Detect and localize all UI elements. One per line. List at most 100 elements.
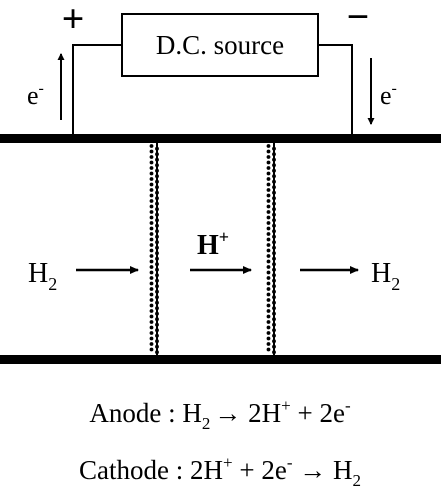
electrode-particle (149, 193, 154, 198)
electrode-particle (266, 149, 271, 154)
electrode-particle (155, 212, 159, 217)
electrode-particle (266, 331, 271, 335)
electrode-particle (266, 199, 271, 203)
electrode-particle (272, 163, 276, 168)
electrode-particle (149, 325, 154, 330)
electrode-particle (272, 284, 276, 289)
electrode-particle (266, 210, 271, 214)
electrode-particle (266, 232, 271, 236)
electrode-particle (149, 226, 154, 231)
electrode-particle (149, 254, 154, 258)
electrode-particle (149, 166, 154, 170)
electrode-particle (272, 278, 276, 283)
electrode-particle (149, 331, 154, 335)
electrode-particle (272, 251, 276, 256)
electrode-particle (149, 292, 154, 297)
electrode-particle (149, 336, 154, 341)
electrode-particle (272, 223, 276, 228)
electrode-particle (266, 193, 271, 198)
negative-wire (318, 44, 353, 136)
electrode-particle (155, 322, 159, 327)
electrode-particle (149, 270, 154, 275)
electrode-particle (272, 328, 276, 333)
electrode-particle (272, 317, 276, 322)
electrode-particle (272, 240, 276, 245)
electrode-particle (272, 207, 276, 212)
electrode-particle (149, 248, 154, 253)
negative-terminal-sign: − (347, 0, 370, 39)
electrode-particle (272, 190, 276, 195)
electrode-particle (155, 201, 159, 206)
electrode-particle (272, 196, 276, 201)
electrode-particle (155, 256, 159, 261)
anode-electrode (149, 143, 159, 355)
electrode-particle (266, 237, 271, 242)
electrode-particle (272, 174, 276, 179)
electrode-particle (155, 196, 159, 201)
electrode-particle (272, 289, 276, 294)
positive-wire (72, 44, 122, 136)
electrode-particle (155, 284, 159, 289)
electrode-particle (266, 177, 271, 181)
proton-label: H+ (197, 227, 229, 261)
electrode-particle (155, 218, 159, 223)
electrode-particle (272, 245, 276, 250)
electrode-particle (155, 350, 159, 355)
electrode-particle (266, 259, 271, 264)
electrode-particle (149, 199, 154, 203)
electrode-particle (272, 306, 276, 311)
electrode-particle (266, 270, 271, 275)
electrode-particle (155, 289, 159, 294)
electrode-particle (149, 215, 154, 220)
anode-reaction: Anode : H2→ 2H+ + 2e- (89, 396, 351, 433)
electrode-particle (149, 149, 154, 154)
electrode-particle (149, 210, 154, 214)
electrode-particle (149, 314, 154, 319)
electrode-particle (149, 144, 154, 148)
electrode-particle (149, 243, 154, 247)
electrode-particle (149, 276, 154, 280)
electrode-particle (155, 300, 159, 305)
dc-source-label: D.C. source (156, 30, 284, 60)
electrode-particle (149, 160, 154, 165)
electrode-particle (272, 339, 276, 344)
electrode-particle (272, 229, 276, 234)
electrode-particle (155, 163, 159, 168)
electrode-particle (272, 267, 276, 272)
electrode-particle (155, 152, 159, 157)
electrode-particle (149, 347, 154, 352)
cathode-electrode (266, 143, 276, 355)
electrode-particle (266, 298, 271, 302)
electrode-particle (266, 265, 271, 269)
electrode-particle (155, 174, 159, 179)
electrode-particle (149, 298, 154, 302)
electrode-particle (155, 317, 159, 322)
electrode-particle (272, 185, 276, 190)
electrode-particle (266, 254, 271, 258)
electrode-particle (272, 295, 276, 300)
electrode-particle (149, 320, 154, 324)
electrode-particle (266, 342, 271, 346)
electrode-particle (149, 171, 154, 176)
electrode-particle (266, 160, 271, 165)
electrode-particle (266, 320, 271, 324)
electrode-particle (155, 190, 159, 195)
electrode-particle (266, 287, 271, 291)
electrode-particle (272, 234, 276, 239)
electrode-particle (155, 328, 159, 333)
electrode-particle (149, 232, 154, 236)
electrode-particle (266, 303, 271, 308)
top-plate (0, 134, 441, 143)
electrode-particle (266, 325, 271, 330)
electrode-particle (155, 207, 159, 212)
electrode-particle (272, 212, 276, 217)
electrode-particle (149, 342, 154, 346)
electrode-particle (266, 155, 271, 159)
electrode-particle (272, 146, 276, 151)
electrode-particle (266, 347, 271, 352)
electrode-particle (155, 245, 159, 250)
electrode-particle (272, 333, 276, 338)
electrode-particle (155, 168, 159, 173)
